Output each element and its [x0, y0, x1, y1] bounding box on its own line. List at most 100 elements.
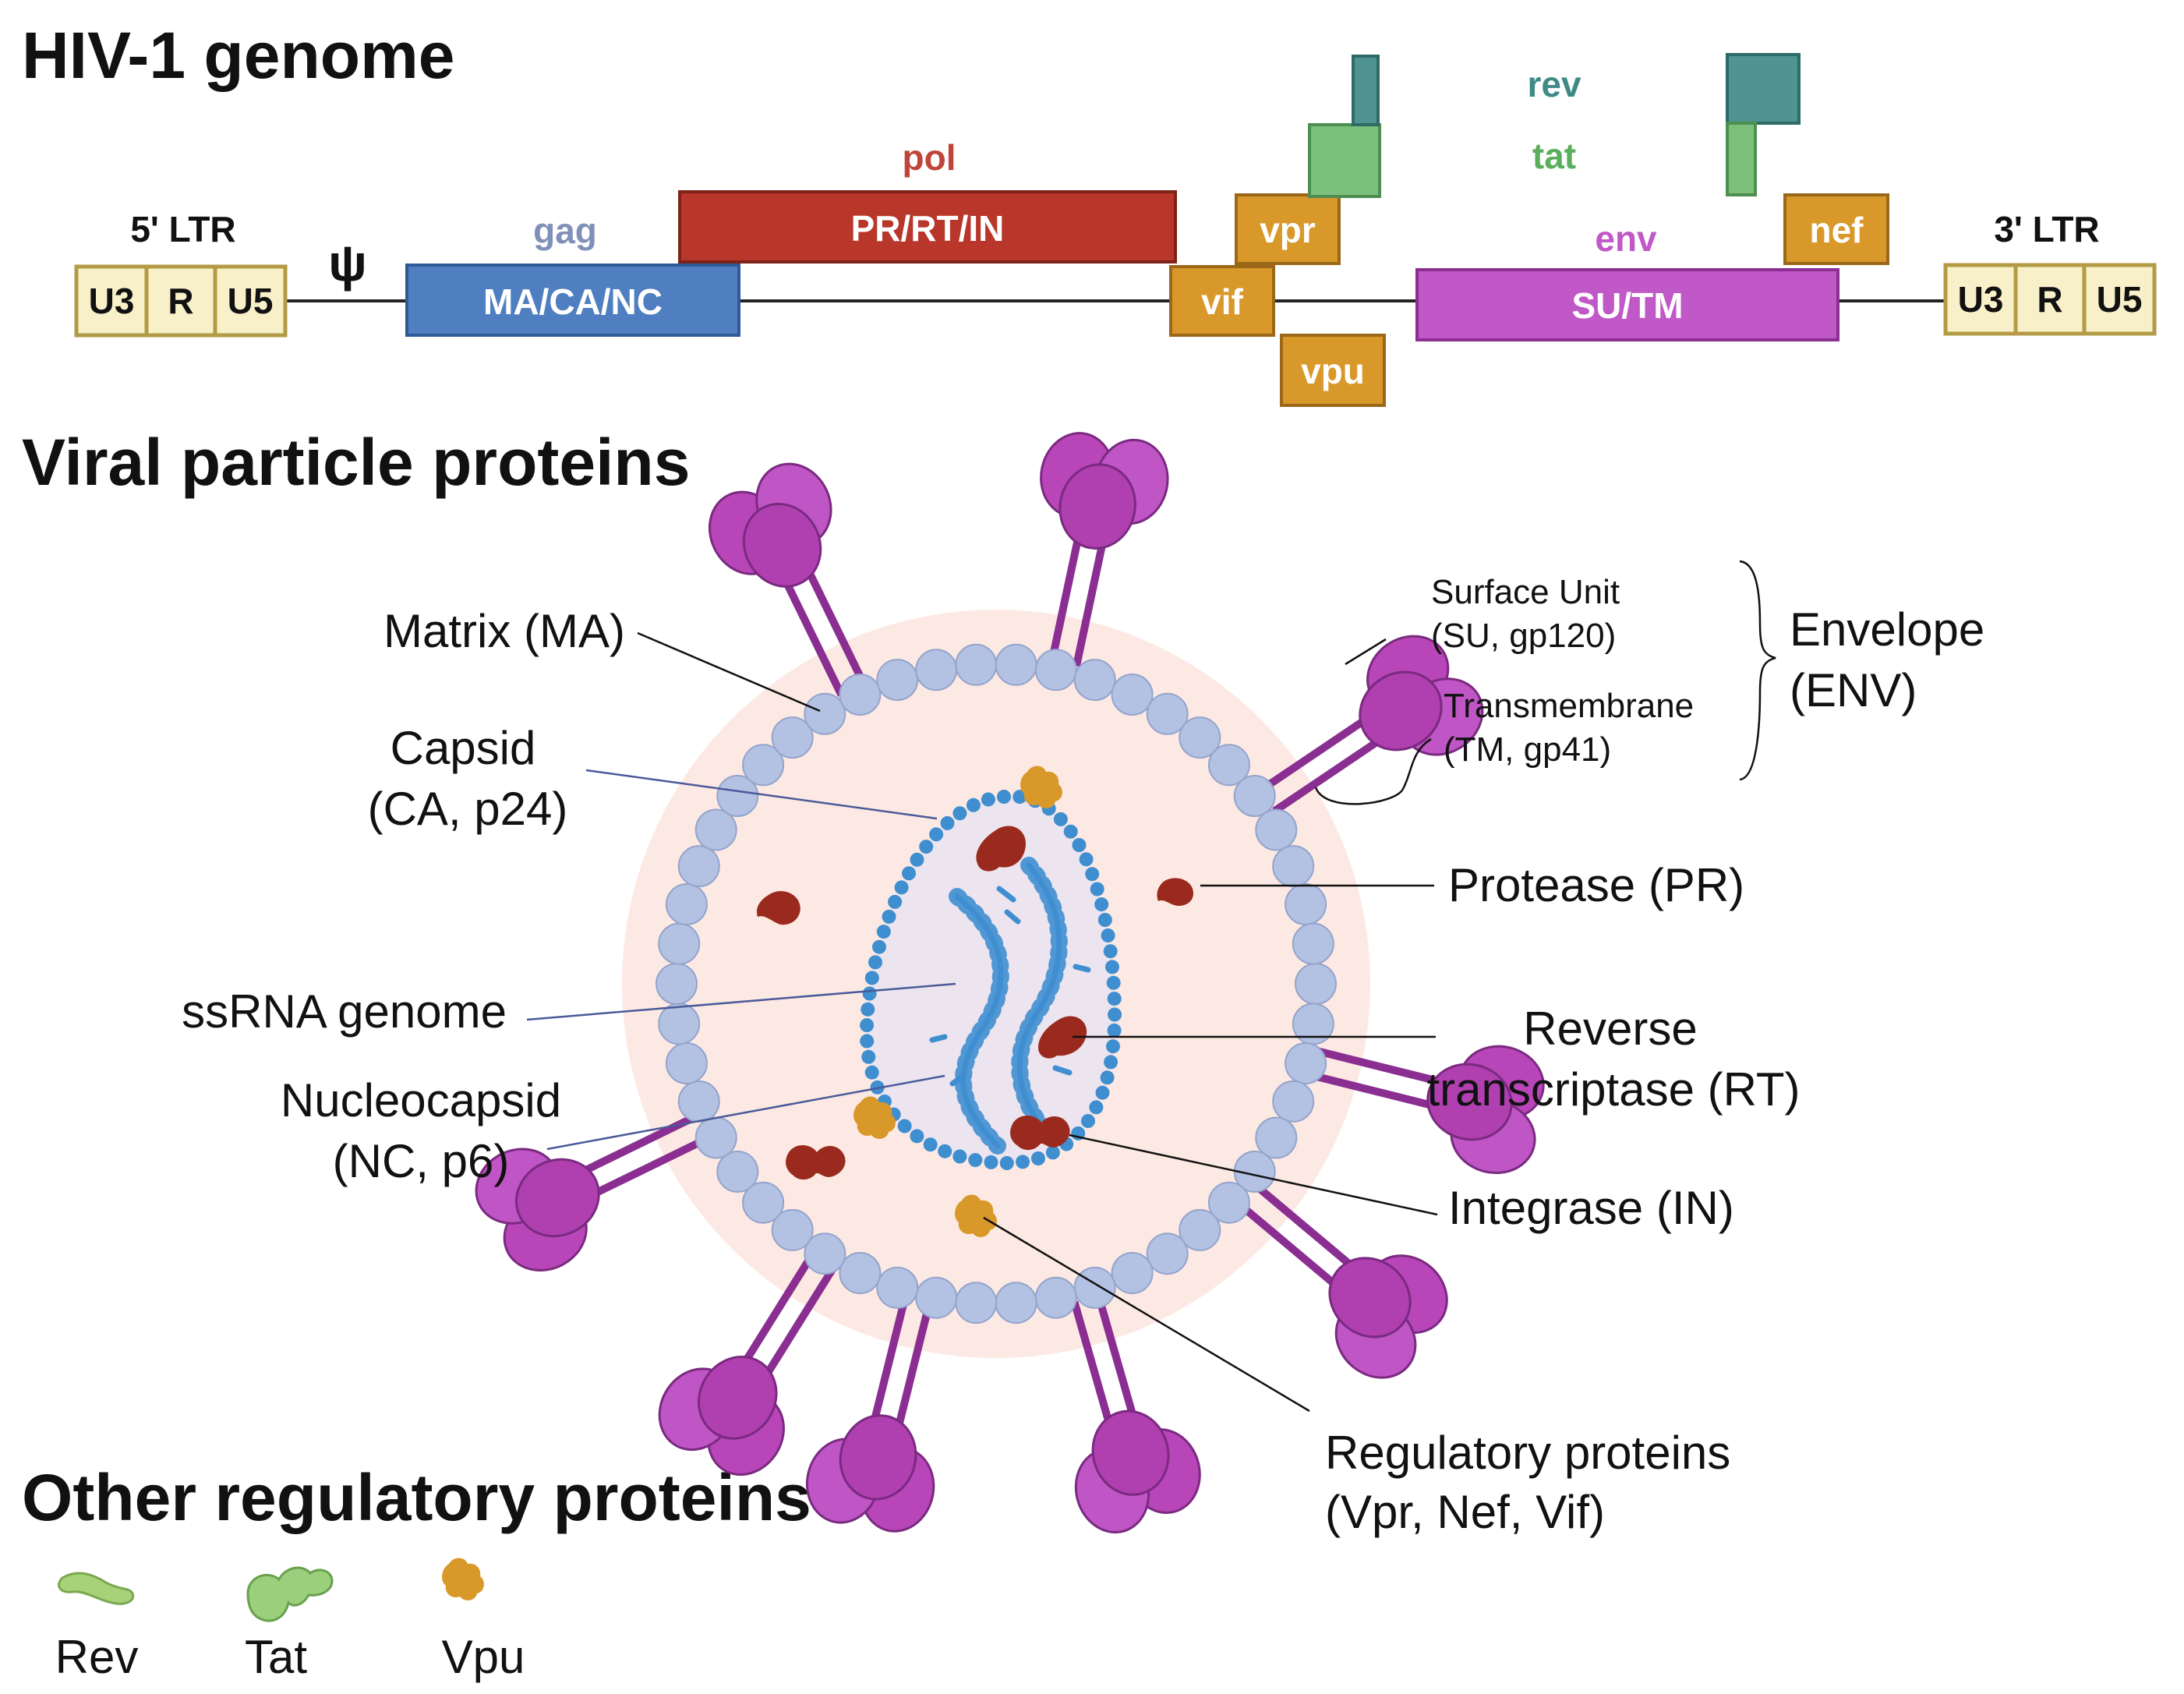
- capsid-dot: [894, 880, 909, 895]
- ltr-3-r: R: [2037, 279, 2062, 320]
- capsid-dot: [952, 1149, 967, 1164]
- matrix-bead: [876, 659, 919, 702]
- capsid-dot: [861, 1049, 876, 1064]
- matrix-bead: [1255, 808, 1298, 851]
- tat-name: tat: [1532, 136, 1576, 176]
- capsid-dot: [882, 909, 896, 924]
- capsid-dot: [1107, 992, 1122, 1006]
- capsid-dot: [1081, 1114, 1095, 1128]
- matrix-bead: [1073, 659, 1116, 702]
- matrix-bead: [665, 883, 708, 925]
- matrix-bead: [716, 1151, 759, 1193]
- nef-label: nef: [1810, 210, 1864, 250]
- matrix-bead: [677, 845, 720, 888]
- matrix-bead: [716, 775, 759, 817]
- matrix-bead: [1272, 845, 1315, 888]
- capsid-dot: [1107, 1023, 1122, 1038]
- regulatory-protein-bottom: [955, 1194, 997, 1237]
- matrix-bead: [839, 674, 882, 716]
- capsid-dot: [940, 815, 955, 830]
- vpu-label: vpu: [1301, 351, 1365, 391]
- capsid-enzyme: [976, 826, 1026, 872]
- rev-exon-2: [1726, 53, 1801, 125]
- tat-exon-2: [1726, 122, 1757, 196]
- reverse-transcriptase-label-line1: Reverse: [1523, 1003, 1697, 1055]
- matrix-bead: [1233, 775, 1276, 817]
- capsid-dot: [902, 866, 916, 881]
- matrix-bead: [1255, 1116, 1298, 1159]
- capsid-dot: [1063, 824, 1078, 839]
- matrix-bead: [995, 643, 1037, 686]
- capsid-dot: [1103, 944, 1118, 959]
- capsid-dot: [923, 1137, 938, 1152]
- capsid-dot: [1045, 1145, 1060, 1160]
- vpr-label: vpr: [1260, 210, 1316, 250]
- env-name: env: [1595, 218, 1657, 259]
- capsid-dot: [929, 827, 944, 842]
- capsid-dot: [1089, 1100, 1104, 1115]
- matrix-bead: [1292, 1003, 1334, 1045]
- matrix-bead: [1179, 716, 1221, 759]
- ltr-5-title: 5' LTR: [130, 209, 235, 249]
- matrix-bead: [876, 1266, 919, 1309]
- ssrna-label: ssRNA genome: [182, 985, 507, 1038]
- matrix-bead: [1285, 1042, 1327, 1084]
- matrix-bead: [804, 692, 846, 735]
- matrix-bead: [839, 1252, 882, 1294]
- capsid-dot: [1108, 1007, 1122, 1022]
- capsid-dot: [1100, 1070, 1115, 1085]
- matrix-bead: [1285, 883, 1327, 925]
- capsid-dot: [919, 840, 934, 854]
- rev-name: rev: [1527, 64, 1581, 104]
- capsid-dot: [897, 1119, 912, 1133]
- other-proteins-legend: Rev Tat Vpu: [55, 1558, 525, 1683]
- capsid-dot: [860, 1018, 875, 1033]
- capsid-dot: [984, 1155, 998, 1169]
- capsid-dot: [966, 797, 981, 812]
- matrix-bead: [1111, 674, 1154, 716]
- integrase-label: Integrase (IN): [1448, 1182, 1734, 1234]
- ltr-5prime: 5' LTR U3 R U5: [74, 209, 288, 338]
- regulatory-protein-left: [853, 1096, 896, 1139]
- capsid-dot: [864, 971, 879, 985]
- matrix-bead: [658, 922, 701, 965]
- nucleocapsid-label-line2: (NC, p6): [333, 1135, 510, 1187]
- pol-name: pol: [903, 137, 956, 178]
- surface-unit-label-line1: Surface Unit: [1431, 573, 1620, 611]
- capsid-dot: [888, 894, 903, 909]
- matrix-bead: [742, 744, 785, 787]
- gene-vpr: vpr: [1235, 193, 1341, 265]
- matrix-bead: [771, 1208, 814, 1251]
- matrix-bead: [915, 1276, 958, 1319]
- capsid-dot: [938, 1144, 952, 1158]
- rev-icon: [58, 1572, 135, 1605]
- matrix-bead: [771, 716, 814, 759]
- matrix-bead: [694, 808, 737, 851]
- capsid-dot: [876, 925, 891, 939]
- ssrna-genome: [929, 857, 1091, 1155]
- env-spike: [1056, 1293, 1212, 1543]
- regulatory-proteins: [853, 766, 1062, 1237]
- capsid-dot: [1090, 882, 1104, 897]
- gag-name: gag: [533, 210, 597, 251]
- gene-pol: pol PR/RT/IN: [678, 137, 1177, 263]
- nucleocapsid-label-line1: Nucleocapsid: [281, 1074, 561, 1126]
- ltr-3-u3: U3: [1958, 279, 2004, 320]
- capsid-dot: [1101, 928, 1115, 942]
- capsid-dot: [968, 1153, 983, 1168]
- matrix-bead: [1295, 963, 1337, 1005]
- matrix-bead: [1207, 1181, 1250, 1224]
- capsid-dot: [1106, 975, 1121, 990]
- legend-rev: Rev: [55, 1631, 139, 1683]
- protease-label: Protease (PR): [1448, 859, 1744, 911]
- capsid-label-line1: Capsid: [391, 722, 536, 774]
- particle-heading: Viral particle proteins: [22, 426, 690, 499]
- capsid-dot: [862, 986, 877, 1001]
- capsid-dot: [1016, 1155, 1030, 1169]
- capsid-dot: [997, 790, 1011, 804]
- gene-env: env SU/TM: [1415, 218, 1839, 341]
- viral-particle: [462, 420, 1557, 1545]
- tat-exon-1: [1308, 123, 1381, 198]
- genome-map: 5' LTR U3 R U5 ψ gag MA/CA/NC pol PR/RT/…: [74, 53, 2157, 407]
